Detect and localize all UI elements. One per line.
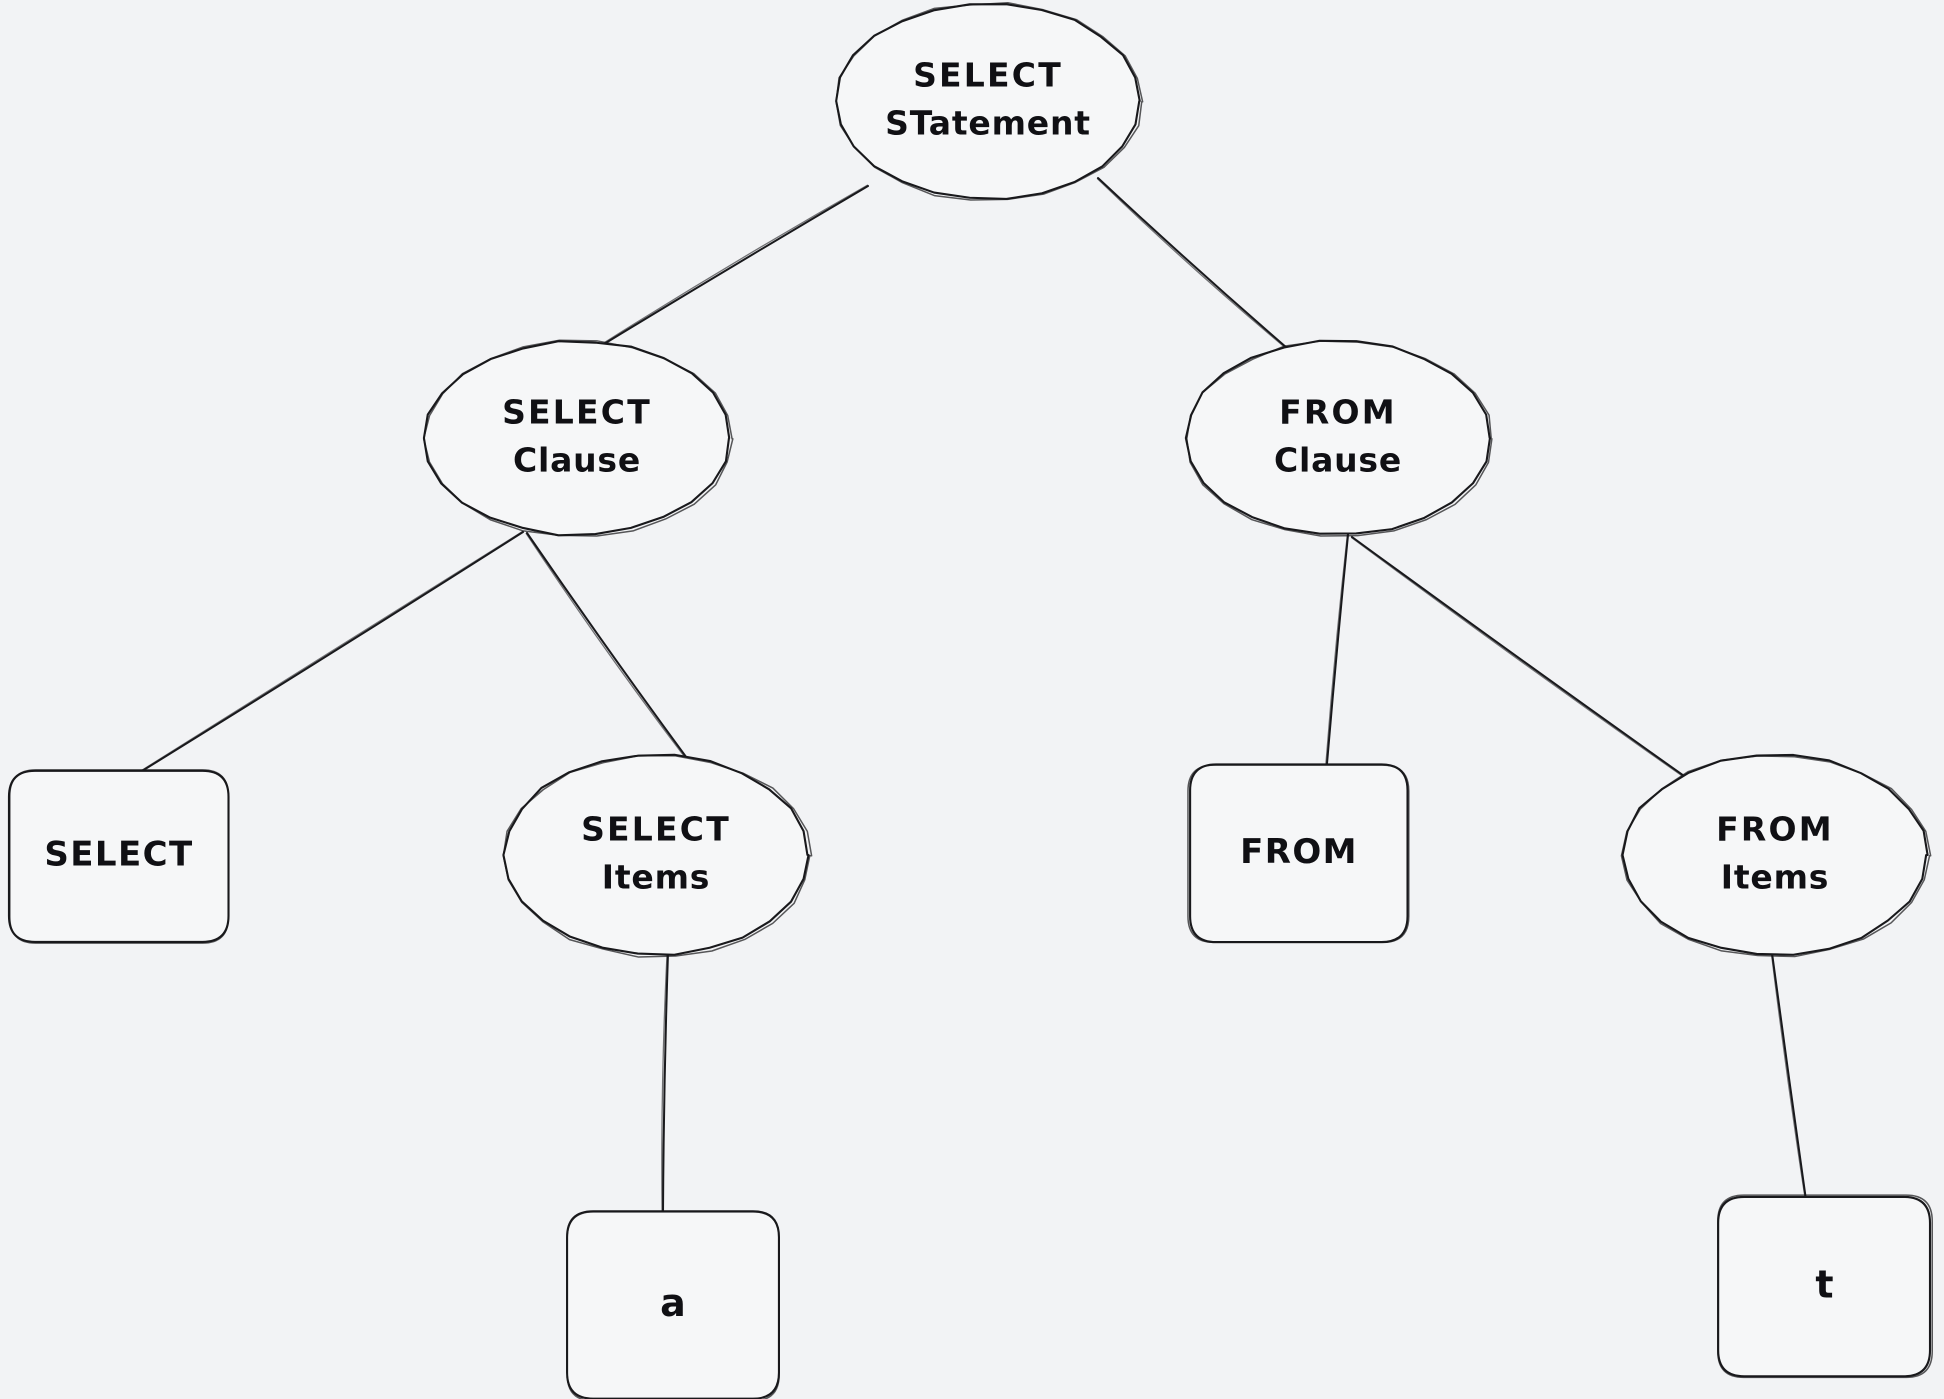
node-outline-sketch-column-a xyxy=(566,1211,780,1399)
node-label-from-terminal: FROM xyxy=(1240,832,1358,872)
node-select-clause[interactable]: SELECT Clause xyxy=(422,339,734,537)
node-column-a[interactable]: a xyxy=(566,1210,780,1399)
node-outline-sketch-from-items xyxy=(1620,755,1932,958)
node-table-t[interactable]: t xyxy=(1717,1194,1933,1379)
node-from-clause[interactable]: FROM Clause xyxy=(1184,339,1493,537)
node-from-terminal[interactable]: FROM xyxy=(1187,763,1410,944)
node-label-line1-select-items: SELECT xyxy=(581,810,731,849)
edges-layer xyxy=(140,177,1807,1215)
nodes-layer: SELECTSTatementSELECTClauseFROMClauseSEL… xyxy=(7,1,1933,1399)
node-select-items[interactable]: SELECT Items xyxy=(502,753,813,958)
node-label-line1-select-clause: SELECT xyxy=(502,393,652,432)
node-label-line2-select-clause: Clause xyxy=(513,441,641,480)
node-outline-sketch-select-clause xyxy=(422,339,734,537)
node-select-statement[interactable]: SELECT STatement xyxy=(835,1,1144,201)
edge-from-clause-to-from-items xyxy=(1350,536,1719,802)
node-outline-select-statement xyxy=(835,3,1141,200)
edge-select-statement-to-from-clause xyxy=(1096,177,1288,350)
node-label-line1-from-clause: FROM xyxy=(1279,393,1397,432)
node-outline-sketch-select-statement xyxy=(835,1,1144,201)
node-label-line2-select-items: Items xyxy=(602,858,710,897)
edge-from-items-to-table-t xyxy=(1770,952,1807,1201)
node-outline-sketch-from-terminal xyxy=(1187,764,1410,944)
node-label-line2-from-clause: Clause xyxy=(1274,441,1402,480)
edge-select-clause-to-select-terminal xyxy=(140,530,524,772)
edge-select-clause-to-select-items xyxy=(525,532,693,767)
node-label-line1-select-statement: SELECT xyxy=(913,56,1063,95)
node-outline-select-items xyxy=(502,753,810,956)
node-label-line2-select-statement: STatement xyxy=(885,104,1091,143)
edge-select-statement-to-select-clause xyxy=(602,184,869,345)
node-outline-sketch-select-terminal xyxy=(9,769,230,944)
node-label-table-t: t xyxy=(1815,1263,1833,1307)
node-outline-sketch-from-clause xyxy=(1186,340,1493,537)
node-from-items[interactable]: FROM Items xyxy=(1620,753,1932,958)
node-outline-table-t xyxy=(1717,1195,1932,1378)
node-outline-from-items xyxy=(1621,753,1929,956)
node-label-column-a: a xyxy=(660,1281,686,1325)
node-label-line2-from-items: Items xyxy=(1721,858,1829,897)
node-label-line1-from-items: FROM xyxy=(1716,810,1834,849)
node-outline-sketch-table-t xyxy=(1717,1194,1933,1379)
edge-select-items-to-column-a xyxy=(661,952,669,1215)
node-select-terminal[interactable]: SELECT xyxy=(7,769,230,944)
node-outline-sketch-select-items xyxy=(502,754,813,958)
node-label-select-terminal: SELECT xyxy=(44,835,193,875)
